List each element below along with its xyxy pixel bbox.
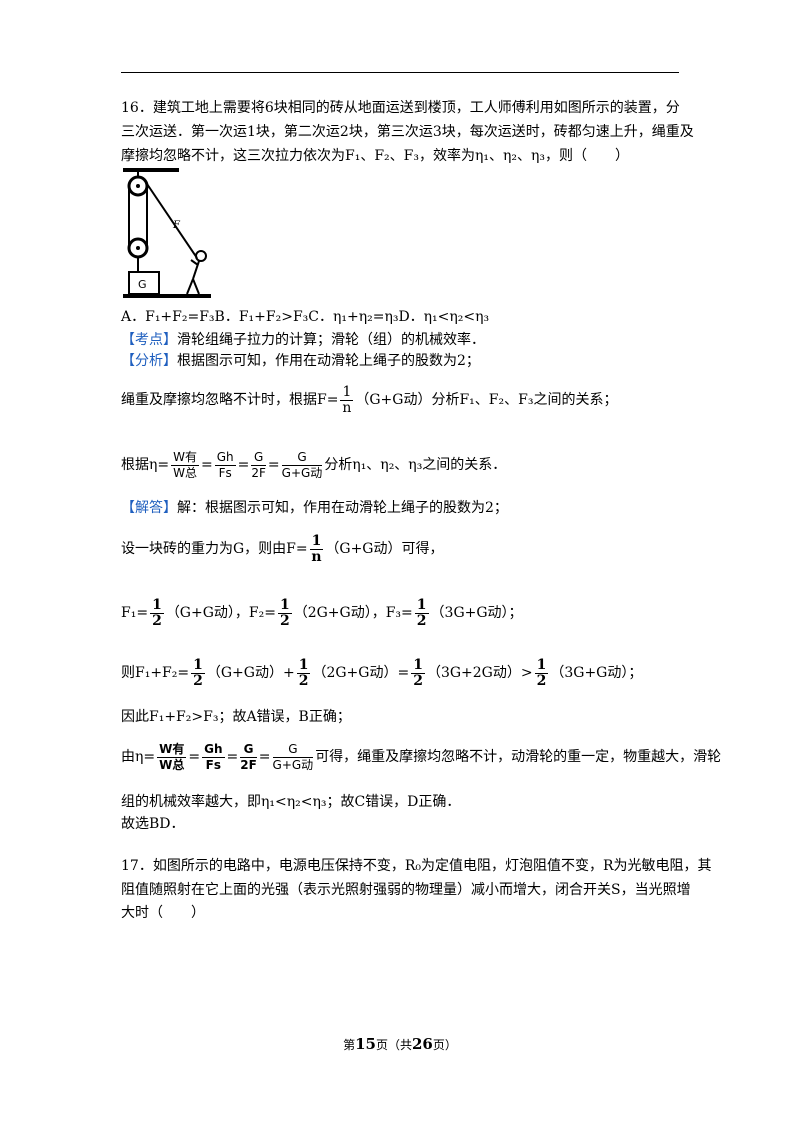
- jieda-text: 解：根据图示可知，作用在动滑轮上绳子的股数为2；: [177, 500, 508, 516]
- fenxi-line: 【分析】根据图示可知，作用在动滑轮上绳子的股数为2；: [121, 351, 480, 371]
- ground: [123, 294, 211, 298]
- q17-text-line1: 17．如图所示的电路中，电源电压保持不变，R₀为定值电阻，灯泡阻值不变，R为光敏…: [121, 858, 712, 874]
- q16-options: A．F₁+F₂=F₃B．F₁+F₂>F₃C．η₁+η₂=η₃D．η₁<η₂<η₃: [121, 309, 490, 325]
- ceiling-beam: [123, 168, 179, 172]
- load-label: G: [138, 278, 147, 291]
- fenxi-text: 根据图示可知，作用在动滑轮上绳子的股数为2；: [177, 353, 480, 369]
- fenxi-tag: 【分析】: [121, 353, 177, 369]
- kaodian-line: 【考点】滑轮组绳子拉力的计算；滑轮（组）的机械效率．: [121, 330, 485, 350]
- q17-text-line3: 大时（ ）: [121, 905, 205, 921]
- q16-text-line2: 三次运送．第一次运1块，第二次运2块，第三次运3块，每次运送时，砖都匀速上升，绳…: [121, 124, 694, 140]
- header-rule: [121, 72, 679, 73]
- page-number: 15: [355, 1035, 376, 1053]
- kaodian-tag: 【考点】: [121, 332, 177, 348]
- worker-head: [195, 250, 207, 262]
- page-total: 26: [412, 1035, 433, 1053]
- pulley-figure: G F: [123, 168, 211, 298]
- page-footer: 第15页（共26页）: [343, 1035, 457, 1053]
- q16-text-line1: 16．建筑工地上需要将6块相同的砖从地面运送到楼顶，工人师傅利用如图所示的装置，…: [121, 100, 680, 116]
- eta-line2: 组的机械效率越大，即η₁<η₂<η₃；故C错误，D正确．: [121, 794, 461, 810]
- q17-text-line2: 阻值随照射在它上面的光强（表示光照射强弱的物理量）减小而增大，闭合开关S，当光照…: [121, 882, 691, 898]
- pull-rope: [142, 177, 198, 259]
- jieda-line: 【解答】解：根据图示可知，作用在动滑轮上绳子的股数为2；: [121, 498, 508, 518]
- force-label: F: [172, 220, 181, 231]
- answer-line: 故选BD．: [121, 816, 185, 832]
- q16-text-line3: 摩擦均忽略不计，这三次拉力依次为F₁、F₂、F₃，效率为η₁、η₂、η₃，则（ …: [121, 148, 629, 164]
- therefore-line: 因此F₁+F₂>F₃；故A错误，B正确；: [121, 709, 351, 725]
- kaodian-text: 滑轮组绳子拉力的计算；滑轮（组）的机械效率．: [177, 332, 485, 348]
- jieda-tag: 【解答】: [121, 500, 177, 516]
